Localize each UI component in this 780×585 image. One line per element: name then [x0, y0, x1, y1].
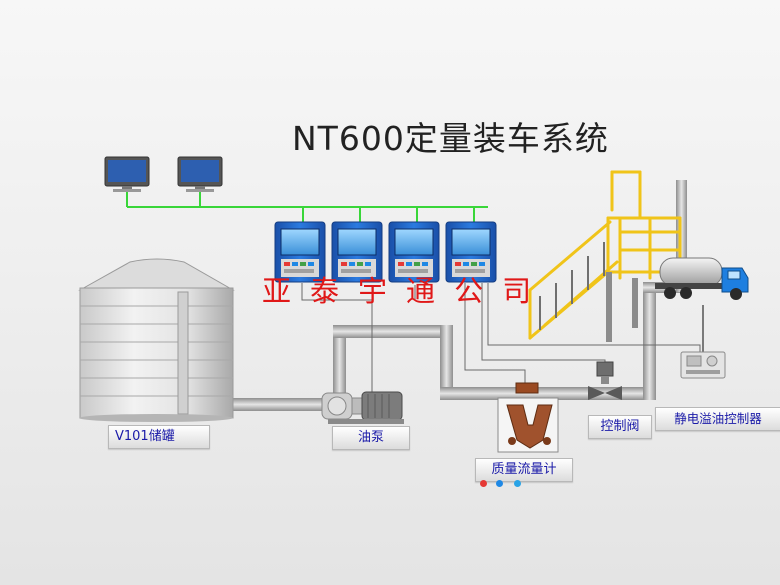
workstation-2[interactable]	[177, 156, 223, 192]
watermark-char: 司	[502, 274, 532, 308]
watermark-char: 泰	[310, 274, 340, 308]
network-lines	[126, 190, 488, 222]
pump-label: 油泵	[332, 426, 410, 450]
control-valve-label: 控制阀	[588, 415, 652, 439]
company-watermark: 亚泰宇通公司	[262, 268, 550, 310]
controller-panel-icon	[388, 221, 440, 283]
pump-icon	[321, 391, 404, 424]
controller-3[interactable]	[388, 221, 440, 283]
tanker-truck	[655, 257, 749, 300]
storage-tank[interactable]	[78, 258, 235, 422]
controller-4[interactable]	[445, 221, 497, 283]
overflow-controller-label: 静电溢油控制器	[655, 407, 780, 431]
controller-2[interactable]	[331, 221, 383, 283]
diagram-title: NT600定量装车系统	[292, 119, 609, 158]
controller-panel-icon	[274, 221, 326, 283]
controller-panel-icon	[331, 221, 383, 283]
controller-panel-icon	[445, 221, 497, 283]
controller-1[interactable]	[274, 221, 326, 283]
status-dot	[480, 480, 487, 487]
flow-meter-label: 质量流量计	[475, 458, 573, 482]
mass-flow-meter[interactable]	[497, 382, 559, 453]
control-valve[interactable]	[588, 361, 622, 400]
watermark-char: 公	[454, 274, 484, 308]
control-valve-icon	[588, 361, 622, 400]
status-dot	[496, 480, 503, 487]
overflow-controller-icon	[680, 305, 726, 379]
monitor-icon	[104, 156, 150, 192]
overflow-controller[interactable]	[680, 305, 726, 379]
watermark-char: 宇	[358, 274, 388, 308]
status-dot	[514, 480, 521, 487]
monitor-icon	[177, 156, 223, 192]
tank-label: V101储罐	[108, 425, 210, 449]
mass-flow-meter-icon	[497, 382, 559, 453]
oil-pump[interactable]	[321, 391, 404, 424]
watermark-char: 亚	[262, 274, 292, 308]
tanker-truck-icon	[655, 257, 749, 300]
watermark-char: 通	[406, 274, 436, 308]
loading-gantry-icon	[528, 170, 688, 340]
storage-tank-icon	[78, 258, 235, 422]
loading-gantry	[528, 170, 688, 342]
workstation-1[interactable]	[104, 156, 150, 192]
